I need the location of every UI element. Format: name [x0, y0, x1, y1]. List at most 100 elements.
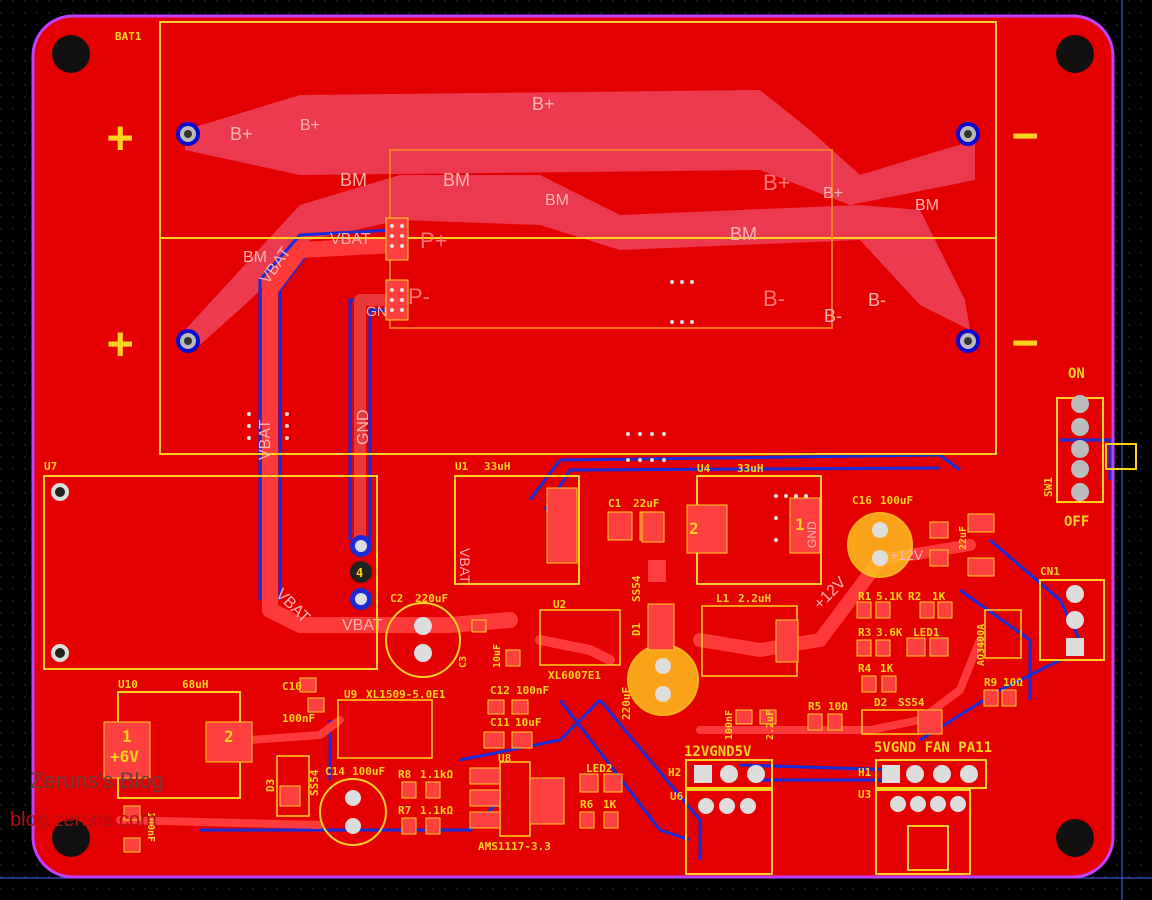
u6-ref: U6	[670, 790, 684, 803]
c10-ref: C10	[282, 680, 302, 693]
h1-label: 5VGND FAN PA11	[874, 740, 992, 756]
d1-value: SS54	[630, 575, 643, 602]
battery-minus-bottom: −	[1012, 317, 1039, 368]
diode-d2[interactable]: D2 SS54	[861, 696, 943, 735]
capacitor-c16[interactable]: C16 100uF +12V	[847, 494, 924, 578]
capacitor-c11[interactable]: C11 10uF	[483, 716, 542, 749]
net-label-bm: BM	[545, 192, 569, 209]
battery-pad[interactable]	[176, 329, 200, 353]
net-label-bplus-mirrored: B+	[763, 170, 791, 195]
r1-value: 5.1K	[876, 590, 903, 603]
net-label-12v: +12V	[890, 547, 924, 563]
module-u1[interactable]: U1 33uH VBAT	[454, 460, 580, 585]
capacitor-c8-c9[interactable]: 100nF 2.2uF	[724, 709, 777, 740]
battery-pad[interactable]	[956, 122, 980, 146]
net-label-bm: BM	[730, 224, 757, 244]
capacitor-c3-c7[interactable]: C3 10uF	[458, 619, 521, 668]
c12-ref: C12	[490, 684, 510, 697]
d2-value: SS54	[898, 696, 925, 709]
u4-value: 33uH	[737, 462, 764, 475]
header-h2[interactable]: H2 12VGND5V	[668, 744, 773, 789]
net-label-pminus: P-	[408, 284, 430, 309]
net-label-bminus-mirrored: B-	[763, 286, 785, 311]
module-u3[interactable]: U3	[858, 788, 971, 875]
resistor-r5[interactable]: R5 10Ω	[807, 700, 848, 731]
capacitor-c10[interactable]: C10 100nF	[282, 677, 325, 725]
mounting-hole	[1056, 35, 1094, 73]
switch-on-label: ON	[1068, 366, 1085, 382]
resistor-r1[interactable]: R1 5.1K	[856, 590, 903, 619]
mosfet-q1[interactable]: AO3400A	[976, 609, 1022, 666]
bms-connector-pads[interactable]	[385, 217, 694, 324]
diode-d3[interactable]: D3 SS54	[264, 755, 321, 817]
u1-ref: U1	[455, 460, 469, 473]
battery-pad[interactable]	[956, 329, 980, 353]
module-u4[interactable]: U4 33uH 1 GND 2	[686, 462, 822, 585]
cn1-ref: CN1	[1040, 565, 1060, 578]
module-u10[interactable]: U10 68uH 1 +6V 2	[103, 678, 253, 799]
u8-part: AMS1117-3.3	[478, 840, 551, 853]
capacitor-c2[interactable]: C2 220uF	[385, 592, 461, 678]
capacitor-c13[interactable]: 100nF	[123, 805, 156, 853]
battery-pad[interactable]	[176, 122, 200, 146]
capacitor-c15[interactable]: 220uF	[620, 644, 699, 720]
diode-d1[interactable]: D1 SS54	[630, 511, 675, 651]
c16-value: 100uF	[880, 494, 913, 507]
led-led1[interactable]: LED1	[906, 626, 949, 657]
pin-number: 1	[122, 727, 132, 746]
c1-value: 22uF	[633, 497, 660, 510]
r1-ref: R1	[858, 590, 872, 603]
c13-value: 100nF	[145, 812, 156, 842]
capacitor-c12[interactable]: C12 100nF	[487, 684, 549, 715]
header-h1[interactable]: H1 5VGND FAN PA11	[858, 740, 992, 789]
l1-value: 2.2uH	[738, 592, 771, 605]
resistor-r6[interactable]: R6 1K	[579, 798, 619, 829]
r5-ref: R5	[808, 700, 821, 713]
regulator-u8[interactable]: U8 AMS1117-3.3	[469, 752, 565, 853]
mounting-hole	[52, 35, 90, 73]
c12-value: 100nF	[516, 684, 549, 697]
resistor-r3[interactable]: R3 3.6K	[856, 626, 903, 657]
module-u6[interactable]: U6	[670, 789, 773, 875]
c14-value: 100uF	[352, 765, 385, 778]
capacitor-c14[interactable]: C14 100uF	[319, 765, 387, 846]
c11-ref: C11	[490, 716, 510, 729]
c8-value: 2.2uF	[765, 710, 776, 740]
r7-value: 1.1kΩ	[420, 804, 453, 817]
battery-copper-zones	[185, 90, 975, 345]
u9-part: XL1509-5.0E1	[366, 688, 446, 701]
c16-ref: C16	[852, 494, 872, 507]
u9-ref: U9	[344, 688, 357, 701]
battery-plus-top: +	[107, 112, 134, 163]
power-switch[interactable]: ON OFF SW1	[1042, 366, 1137, 530]
l1-ref: L1	[716, 592, 730, 605]
c2-value: 220uF	[415, 592, 448, 605]
u3-ref: U3	[858, 788, 871, 801]
net-label-vbat: VBAT	[342, 617, 383, 634]
r3-ref: R3	[858, 626, 871, 639]
u2-part: XL6007E1	[548, 669, 601, 682]
battery-ref: BAT1	[115, 30, 142, 43]
u7-ref: U7	[44, 460, 57, 473]
r4-value: 1K	[880, 662, 894, 675]
led-led2[interactable]: LED2	[579, 762, 623, 793]
resistor-r4[interactable]: R4 1K	[858, 662, 897, 693]
capacitor-c6[interactable]: 22uF	[929, 513, 995, 577]
module-u7[interactable]: U7 4	[43, 460, 378, 670]
watermark-title: Zeruns's Blog	[30, 768, 164, 793]
r8-value: 1.1kΩ	[420, 768, 453, 781]
battery-minus-top: −	[1012, 110, 1039, 161]
resistor-r2[interactable]: R2 1K	[908, 590, 953, 619]
u4-ref: U4	[697, 462, 711, 475]
resistor-r7-r8[interactable]: R8 1.1kΩ R7 1.1kΩ	[398, 768, 453, 835]
regulator-u2[interactable]: U2 XL6007E1	[539, 598, 621, 682]
r2-ref: R2	[908, 590, 921, 603]
connector-cn1[interactable]: CN1	[1039, 565, 1105, 661]
net-label-bminus: B-	[868, 290, 886, 310]
resistor-r9[interactable]: R9 10Ω	[983, 676, 1023, 707]
regulator-u9[interactable]: U9 XL1509-5.0E1	[337, 688, 446, 759]
c10-value: 100nF	[282, 712, 315, 725]
net-label-pplus: P+	[420, 228, 448, 253]
u1-value: 33uH	[484, 460, 511, 473]
